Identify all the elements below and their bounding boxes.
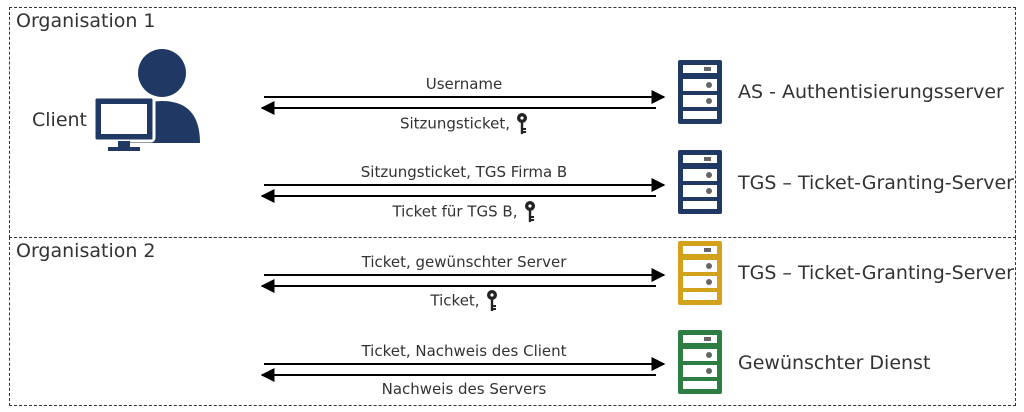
response-label-1: Sitzungsticket, xyxy=(264,113,664,135)
organisation-1-title: Organisation 1 xyxy=(16,10,156,32)
server-icon xyxy=(678,241,722,305)
response-label-4: Nachweis des Servers xyxy=(381,380,547,398)
request-label-4: Ticket, Nachweis des Client xyxy=(361,342,567,360)
server-label-3: TGS – Ticket-Granting-Server xyxy=(738,262,1014,284)
response-label-2: Ticket für TGS B, xyxy=(264,201,664,223)
response-text-1: Sitzungsticket, xyxy=(399,114,511,133)
server-label-2: TGS – Ticket-Granting-Server xyxy=(738,172,1014,194)
client-label: Client xyxy=(32,109,88,131)
key-icon xyxy=(517,113,528,134)
organisation-2-box: Organisation 2 xyxy=(9,237,1016,406)
response-text-2: Ticket für TGS B, xyxy=(392,202,518,221)
request-label-1: Username xyxy=(425,75,503,93)
server-label-4: Gewünschter Dienst xyxy=(738,352,931,374)
user-computer-icon xyxy=(94,49,200,151)
server-icon xyxy=(678,60,722,124)
request-label-3: Ticket, gewünschter Server xyxy=(361,253,567,271)
server-icon xyxy=(678,330,722,394)
server-icon xyxy=(678,150,722,214)
key-icon xyxy=(486,290,497,311)
key-icon xyxy=(524,201,535,222)
request-label-2: Sitzungsticket, TGS Firma B xyxy=(360,163,568,181)
organisation-2-title: Organisation 2 xyxy=(16,240,156,262)
response-text-3: Ticket, xyxy=(430,291,480,310)
response-label-3: Ticket, xyxy=(264,290,664,312)
server-label-1: AS - Authentisierungsserver xyxy=(738,81,1004,103)
